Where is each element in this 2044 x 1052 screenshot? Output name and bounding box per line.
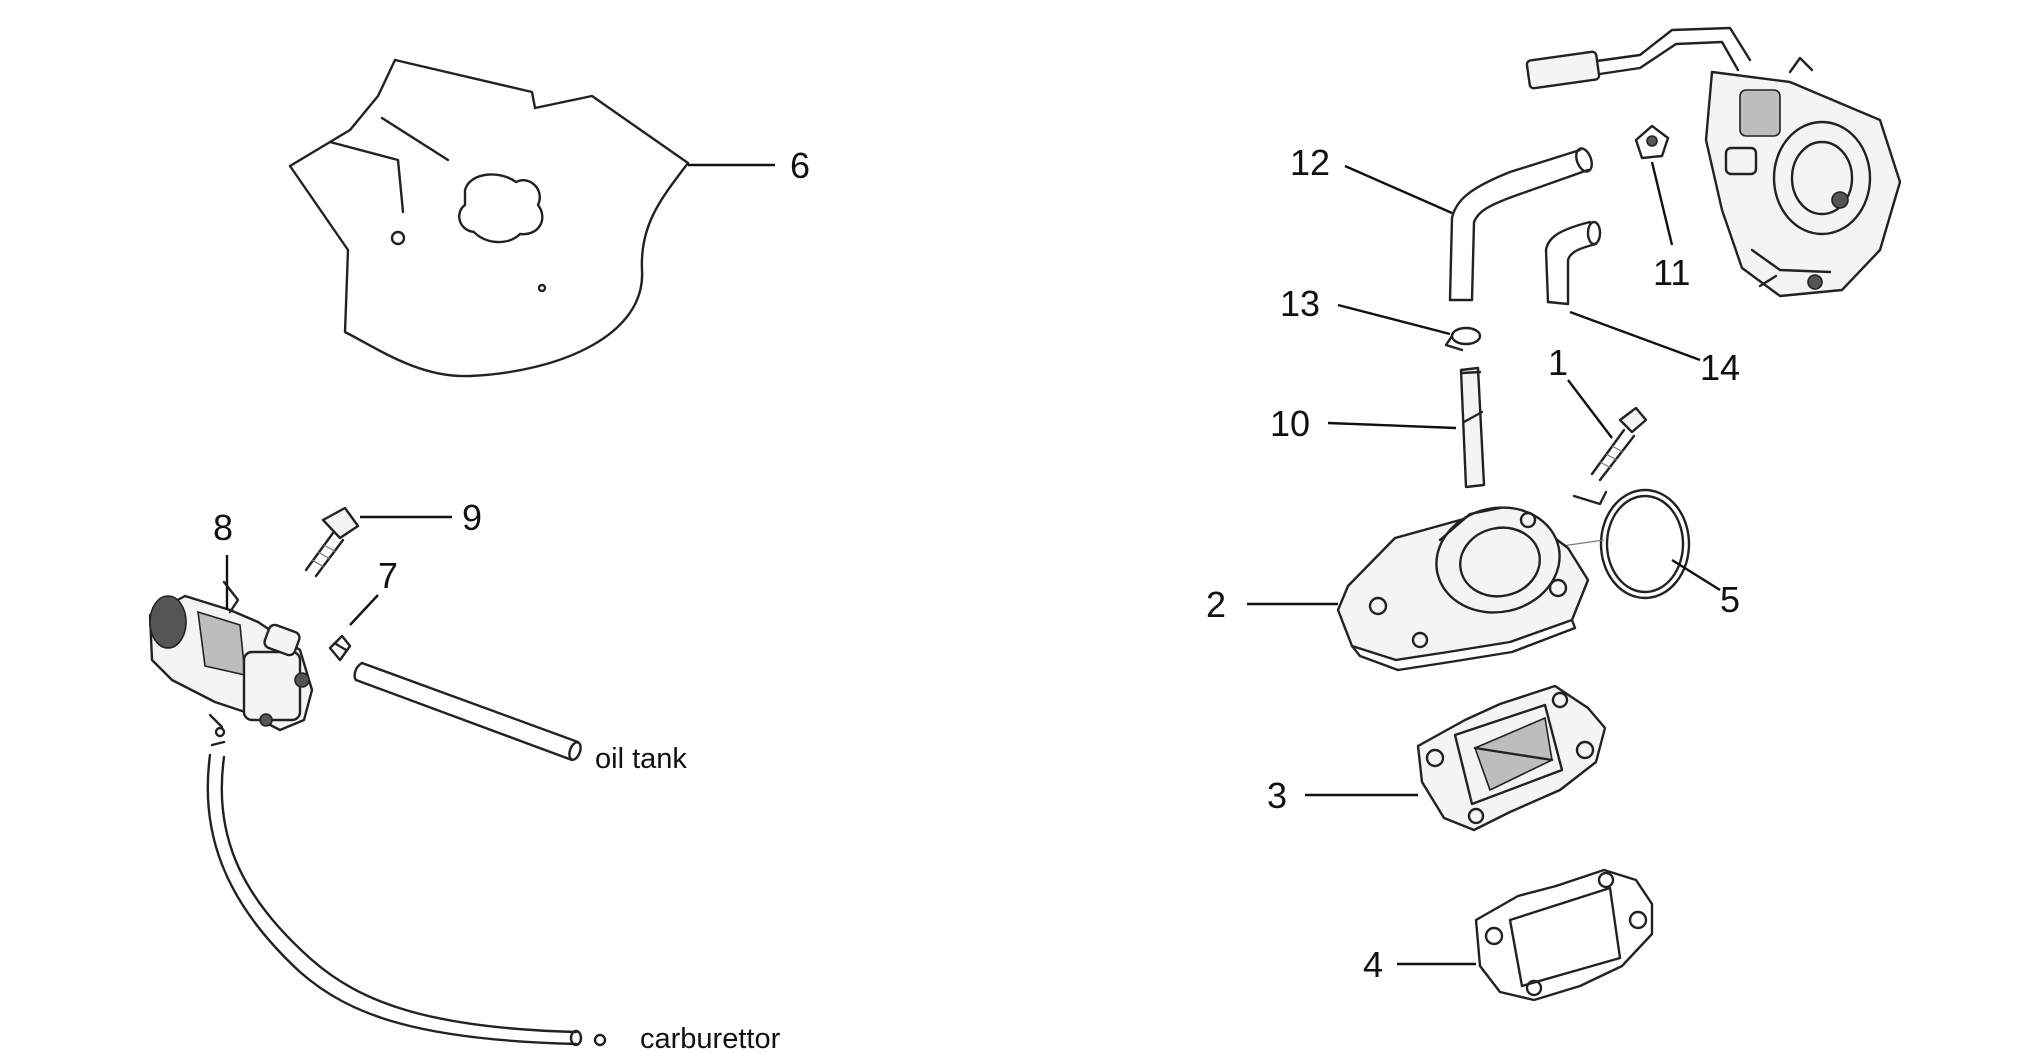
- part-1-bolt: [1590, 406, 1648, 482]
- part-14-elbow-hose: [1544, 220, 1602, 306]
- leader-5: [1671, 558, 1721, 592]
- part-2-intake-manifold: [1336, 506, 1590, 672]
- callout-10: 10: [1270, 403, 1310, 444]
- callout-14: 14: [1700, 347, 1740, 388]
- leader-7: [349, 594, 379, 626]
- callout-9: 9: [462, 497, 482, 538]
- part-12-curved-hose: [1448, 147, 1593, 302]
- hose-to-carburettor: [206, 726, 607, 1047]
- callout-8: 8: [213, 507, 233, 548]
- callout-7: 7: [378, 555, 398, 596]
- part-11-fitting: [1634, 124, 1670, 160]
- part-3-reed-valve: [1416, 684, 1607, 832]
- callout-12: 12: [1290, 142, 1330, 183]
- leader-13: [1337, 303, 1451, 336]
- leader-12: [1344, 164, 1453, 215]
- callout-13: 13: [1280, 283, 1320, 324]
- callout-5: 5: [1720, 579, 1740, 620]
- note-carburettor: carburettor: [640, 1023, 781, 1052]
- callout-2: 2: [1206, 584, 1226, 625]
- leader-1: [1567, 379, 1613, 439]
- carburettor-assembly: [1525, 26, 1902, 298]
- part-6-gasket-shield: [288, 58, 690, 378]
- leader-11: [1650, 161, 1674, 246]
- callout-1: 1: [1548, 342, 1568, 383]
- callout-3: 3: [1267, 775, 1287, 816]
- leader-14: [1569, 310, 1701, 362]
- part-8-oil-pump: [148, 580, 314, 732]
- leader-10: [1327, 421, 1457, 430]
- part-9-screw: [304, 506, 360, 578]
- callout-11: 11: [1653, 252, 1690, 293]
- hose-to-oil-tank: [353, 661, 582, 762]
- part-7-clip: [328, 634, 352, 662]
- part-10-pipe: [1459, 366, 1486, 489]
- note-oil-tank: oil tank: [595, 743, 687, 775]
- callout-4: 4: [1363, 944, 1383, 985]
- part-4-gasket: [1474, 868, 1654, 1002]
- part-13-clamp: [1444, 326, 1482, 352]
- callout-6: 6: [790, 145, 810, 186]
